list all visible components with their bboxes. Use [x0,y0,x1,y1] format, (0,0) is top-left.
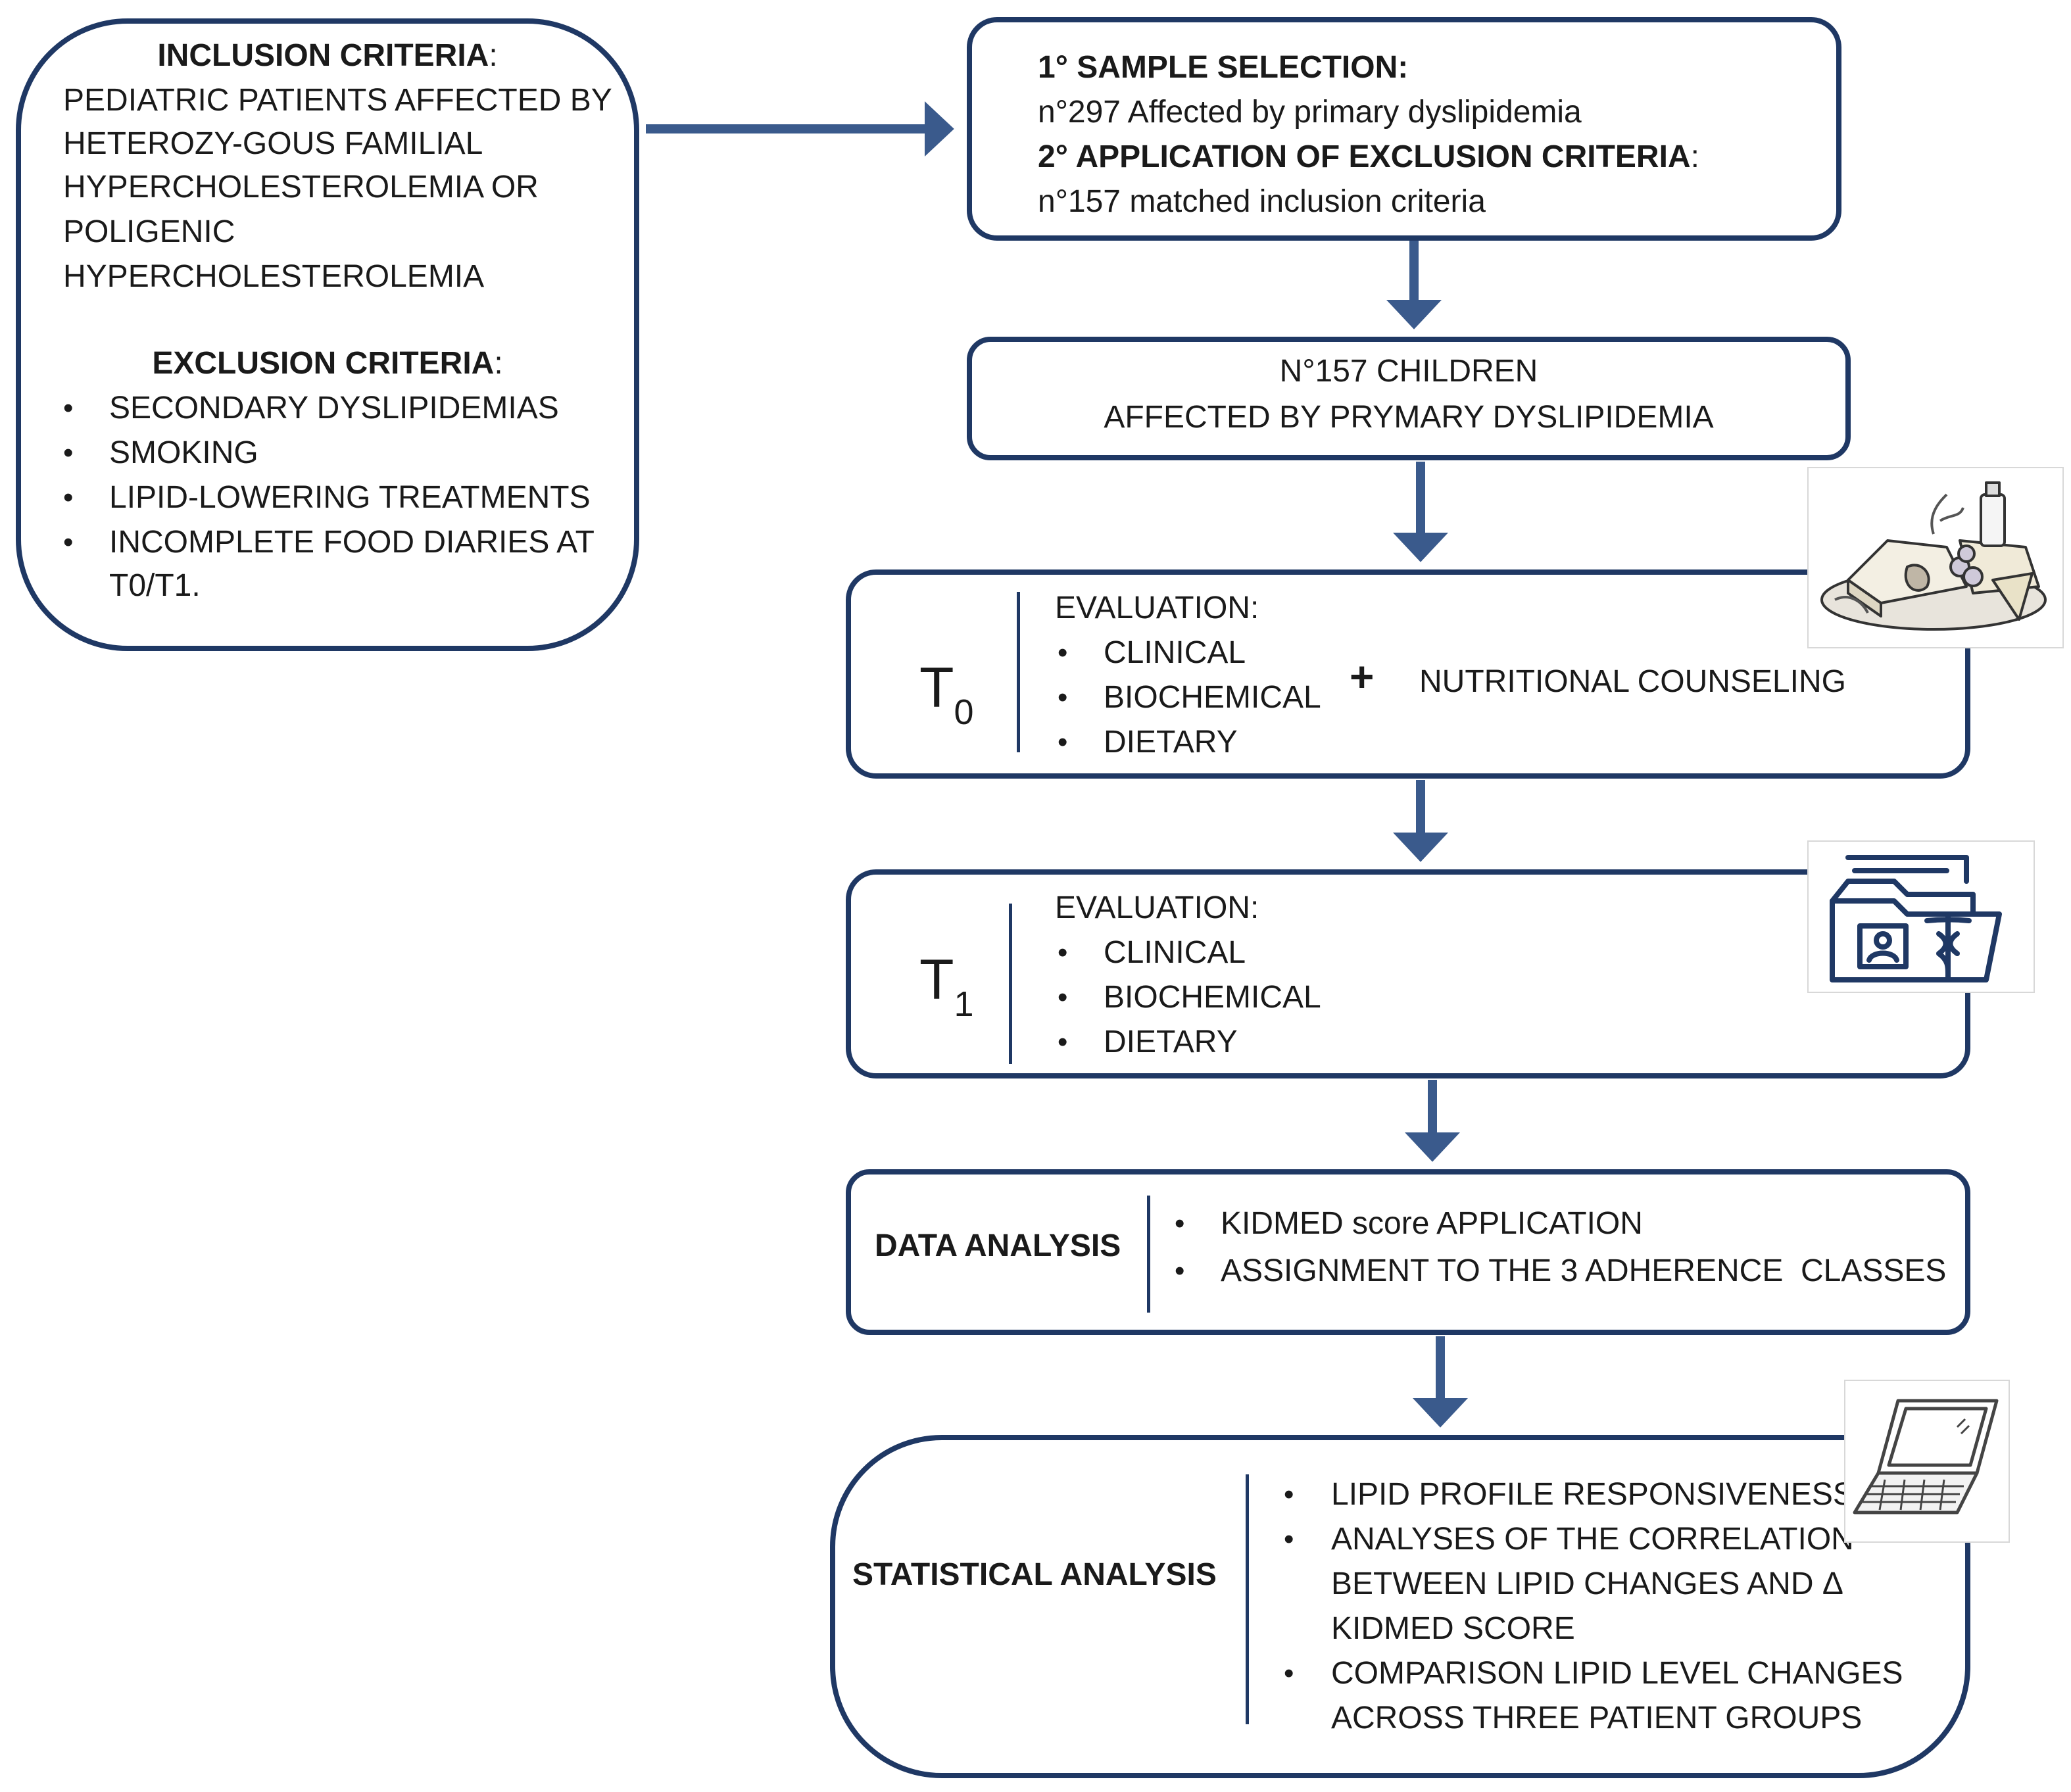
sample-selection-count: n°297 Affected by primary dyslipidemia [1038,95,1582,130]
exclusion-item: SMOKING [109,435,258,470]
t1-item-clinical: CLINICAL [1104,935,1246,970]
laptop-image [1844,1380,2010,1543]
inclusion-title: INCLUSION CRITERIA: [157,38,498,73]
bullet: • [1058,681,1068,714]
exclusion-item: LIPID-LOWERING TREATMENTS [109,480,591,515]
medical-folder-icon [1830,855,2002,982]
bullet: • [1058,936,1068,969]
food-platter-icon [1820,481,2047,631]
children-description: AFFECTED BY PRYMARY DYSLIPIDEMIA [1104,400,1714,435]
bullet: • [63,526,74,558]
statistical-analysis-box [830,1435,1970,1778]
t0-item-dietary: DIETARY [1104,725,1238,760]
bullet: • [1284,1657,1294,1689]
t1-evaluation-title: EVALUATION: [1055,890,1259,925]
laptop-icon [1853,1399,1999,1514]
plus-sign: + [1350,653,1375,700]
bullet: • [1284,1523,1294,1555]
inclusion-line: POLIGENIC [63,214,235,249]
exclusion-item: SECONDARY DYSLIPIDEMIAS [109,391,559,425]
t1-label: T1 [919,948,974,1024]
t1-box [846,869,1970,1078]
bullet: • [63,481,74,514]
bullet: • [1175,1207,1185,1240]
stat-line: KIDMED SCORE [1331,1611,1575,1646]
statistical-analysis-separator [1246,1474,1249,1724]
children-box [967,337,1851,460]
t0-box [846,569,1970,779]
kidmed-application: KIDMED score APPLICATION [1221,1206,1643,1241]
sample-selection-box [967,17,1841,241]
bullet: • [1058,637,1068,669]
data-analysis-title: DATA ANALYSIS [875,1228,1121,1263]
bullet: • [1175,1255,1185,1287]
bullet: • [1058,981,1068,1013]
children-count: N°157 CHILDREN [1279,354,1538,389]
criteria-box [16,18,639,651]
bullet: • [63,437,74,469]
statistical-analysis-title: STATISTICAL ANALYSIS [852,1557,1217,1592]
t1-item-biochemical: BIOCHEMICAL [1104,980,1321,1015]
food-platter-image [1807,467,2064,648]
data-analysis-separator [1147,1196,1150,1313]
exclusion-item-continuation: T0/T1. [109,568,201,603]
inclusion-line: HYPERCHOLESTEROLEMIA OR [63,170,539,205]
matched-count: n°157 matched inclusion criteria [1038,184,1486,219]
sample-selection-title: 1° SAMPLE SELECTION: [1038,50,1409,85]
stat-line: ANALYSES OF THE CORRELATION [1331,1522,1854,1557]
medical-folder-image [1807,840,2035,993]
stat-line: LIPID PROFILE RESPONSIVENESS [1331,1477,1854,1512]
exclusion-item: INCOMPLETE FOOD DIARIES AT [109,525,595,560]
bullet: • [63,392,74,424]
exclusion-step-title: 2° APPLICATION OF EXCLUSION CRITERIA: [1038,139,1699,174]
stat-line: ACROSS THREE PATIENT GROUPS [1331,1701,1863,1735]
inclusion-line: HETEROZY-GOUS FAMILIAL [63,126,483,161]
t0-item-clinical: CLINICAL [1104,635,1246,670]
t0-item-biochemical: BIOCHEMICAL [1104,680,1321,715]
t1-item-dietary: DIETARY [1104,1025,1238,1059]
stat-line: COMPARISON LIPID LEVEL CHANGES [1331,1656,1903,1691]
bullet: • [1058,1026,1068,1058]
data-analysis-box [846,1169,1970,1335]
adherence-classes: ASSIGNMENT TO THE 3 ADHERENCE CLASSES [1221,1253,1947,1288]
t0-evaluation-title: EVALUATION: [1055,591,1259,625]
t0-separator [1017,592,1020,752]
t1-separator [1009,904,1012,1064]
exclusion-title: EXCLUSION CRITERIA: [152,346,503,381]
stat-line: BETWEEN LIPID CHANGES AND Δ [1331,1566,1843,1601]
bullet: • [1284,1478,1294,1511]
bullet: • [1058,726,1068,758]
inclusion-line: PEDIATRIC PATIENTS AFFECTED BY [63,83,612,118]
inclusion-line: HYPERCHOLESTEROLEMIA [63,259,485,294]
nutritional-counseling: NUTRITIONAL COUNSELING [1419,664,1846,699]
t0-label: T0 [919,656,974,732]
